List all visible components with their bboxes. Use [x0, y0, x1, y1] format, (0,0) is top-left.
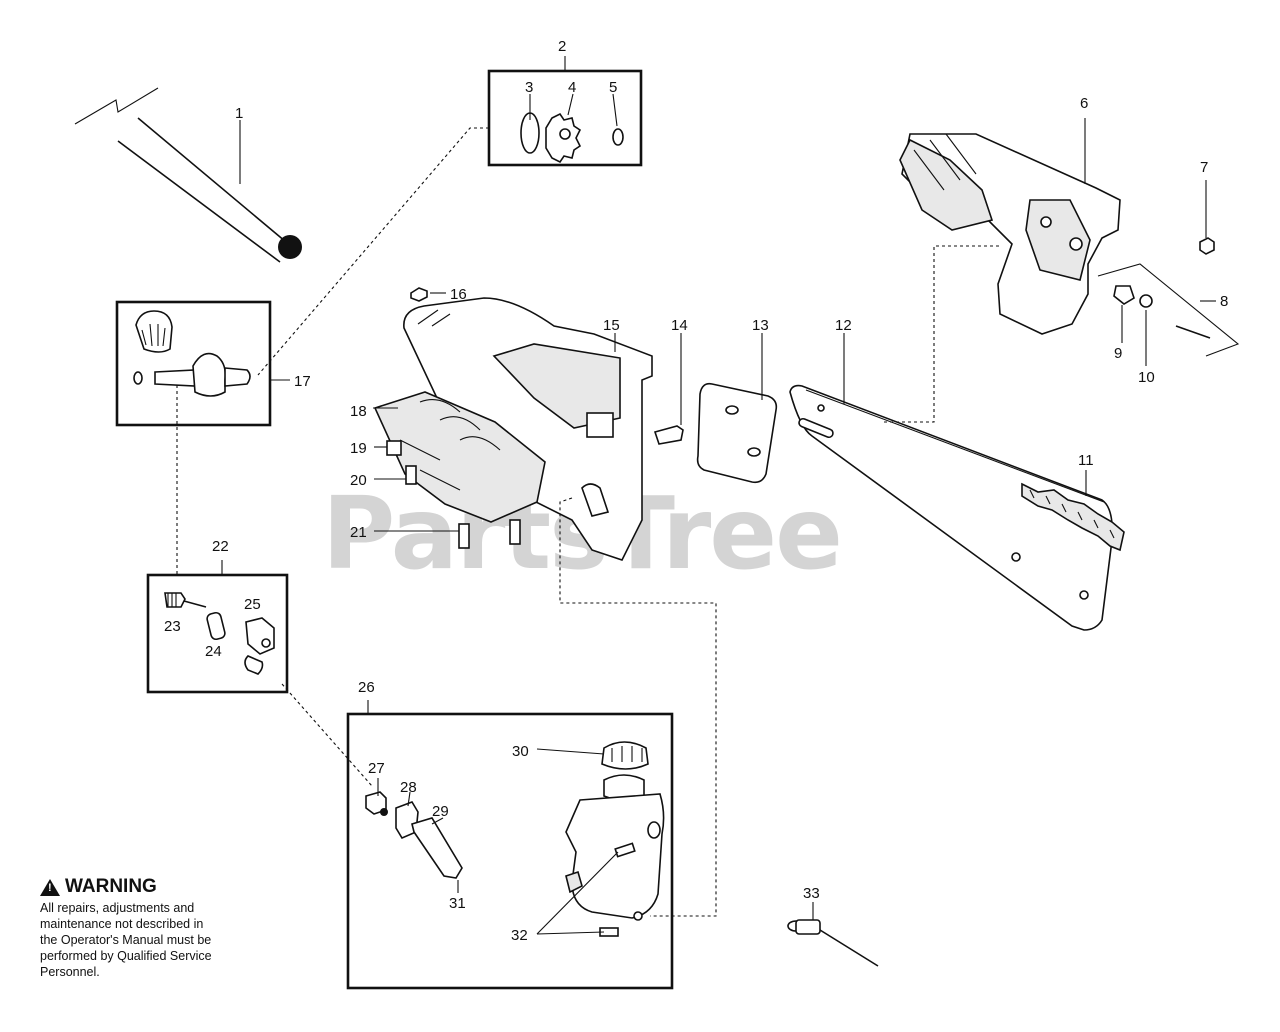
callout-23: 23 — [164, 618, 181, 635]
callout-28: 28 — [400, 779, 417, 796]
callout-5: 5 — [609, 79, 617, 96]
part-washer[interactable] — [520, 94, 540, 154]
part-fitting[interactable] — [164, 592, 207, 608]
part-sprocket[interactable] — [545, 93, 582, 164]
kit-box-oil-tank — [346, 712, 674, 990]
part-tank-screws[interactable] — [536, 842, 636, 937]
callout-16: 16 — [450, 286, 467, 303]
callout-2: 2 — [558, 38, 566, 55]
callout-3: 3 — [525, 79, 533, 96]
part-guide-bar[interactable] — [789, 333, 1114, 631]
callout-17: 17 — [294, 373, 311, 390]
part-screw-19[interactable] — [374, 440, 402, 456]
callout-11: 11 — [1078, 452, 1094, 469]
kit-box-connector — [146, 573, 289, 694]
part-screw-20[interactable] — [374, 465, 417, 485]
callout-1: 1 — [235, 105, 243, 122]
callout-19: 19 — [350, 440, 367, 457]
part-tube-piece[interactable] — [206, 611, 226, 641]
part-gear-cap[interactable] — [135, 310, 173, 353]
part-tensioner-kit[interactable] — [1097, 263, 1240, 366]
callout-9: 9 — [1114, 345, 1122, 362]
callout-14: 14 — [671, 317, 688, 334]
part-housing[interactable] — [403, 297, 684, 561]
callout-7: 7 — [1200, 159, 1208, 176]
callout-33: 33 — [803, 885, 820, 902]
callout-4: 4 — [568, 79, 576, 96]
callout-32: 32 — [511, 927, 528, 944]
callout-18: 18 — [350, 403, 367, 420]
callout-12: 12 — [835, 317, 852, 334]
kit-box-gear — [115, 300, 272, 427]
callout-13: 13 — [752, 317, 769, 334]
part-oil-tank[interactable] — [565, 774, 665, 921]
part-clip[interactable] — [612, 93, 624, 146]
part-oil-hose[interactable] — [411, 817, 463, 893]
callout-15: 15 — [603, 317, 620, 334]
part-chain-cover[interactable] — [899, 118, 1121, 335]
warning-title-text: WARNING — [65, 876, 157, 897]
warning-body: All repairs, adjustments and maintenance… — [40, 901, 212, 979]
callout-26: 26 — [358, 679, 375, 696]
callout-24: 24 — [205, 643, 222, 660]
callout-8: 8 — [1220, 293, 1228, 310]
warning-icon — [40, 878, 60, 896]
callout-labels: 1 2 3 4 5 6 7 8 9 10 11 12 13 14 15 16 1… — [164, 38, 1228, 944]
part-cover-nut-7[interactable] — [1199, 180, 1215, 255]
callout-25: 25 — [244, 596, 261, 613]
part-oil-fitting[interactable] — [365, 778, 388, 816]
callout-6: 6 — [1080, 95, 1088, 112]
part-elbow[interactable] — [244, 617, 275, 675]
warning-notice: WARNING All repairs, adjustments and mai… — [40, 876, 270, 980]
callout-27: 27 — [368, 760, 385, 777]
callout-29: 29 — [432, 803, 449, 820]
warning-title: WARNING — [40, 876, 270, 898]
part-oil-cap[interactable] — [536, 741, 649, 770]
part-gear-shaft[interactable] — [133, 352, 251, 397]
callout-20: 20 — [350, 472, 367, 489]
callout-30: 30 — [512, 743, 529, 760]
part-shaft[interactable] — [74, 87, 302, 263]
callout-22: 22 — [212, 538, 229, 555]
callout-10: 10 — [1138, 369, 1155, 386]
part-cover-nut[interactable] — [410, 287, 446, 302]
callout-21: 21 — [350, 524, 367, 541]
part-inner-housing[interactable] — [373, 391, 546, 523]
part-screw-21[interactable] — [374, 519, 521, 549]
callout-31: 31 — [449, 895, 466, 912]
part-bar-tool[interactable] — [787, 902, 879, 967]
part-chain[interactable] — [1021, 470, 1125, 552]
part-bar-plate[interactable] — [696, 333, 778, 484]
